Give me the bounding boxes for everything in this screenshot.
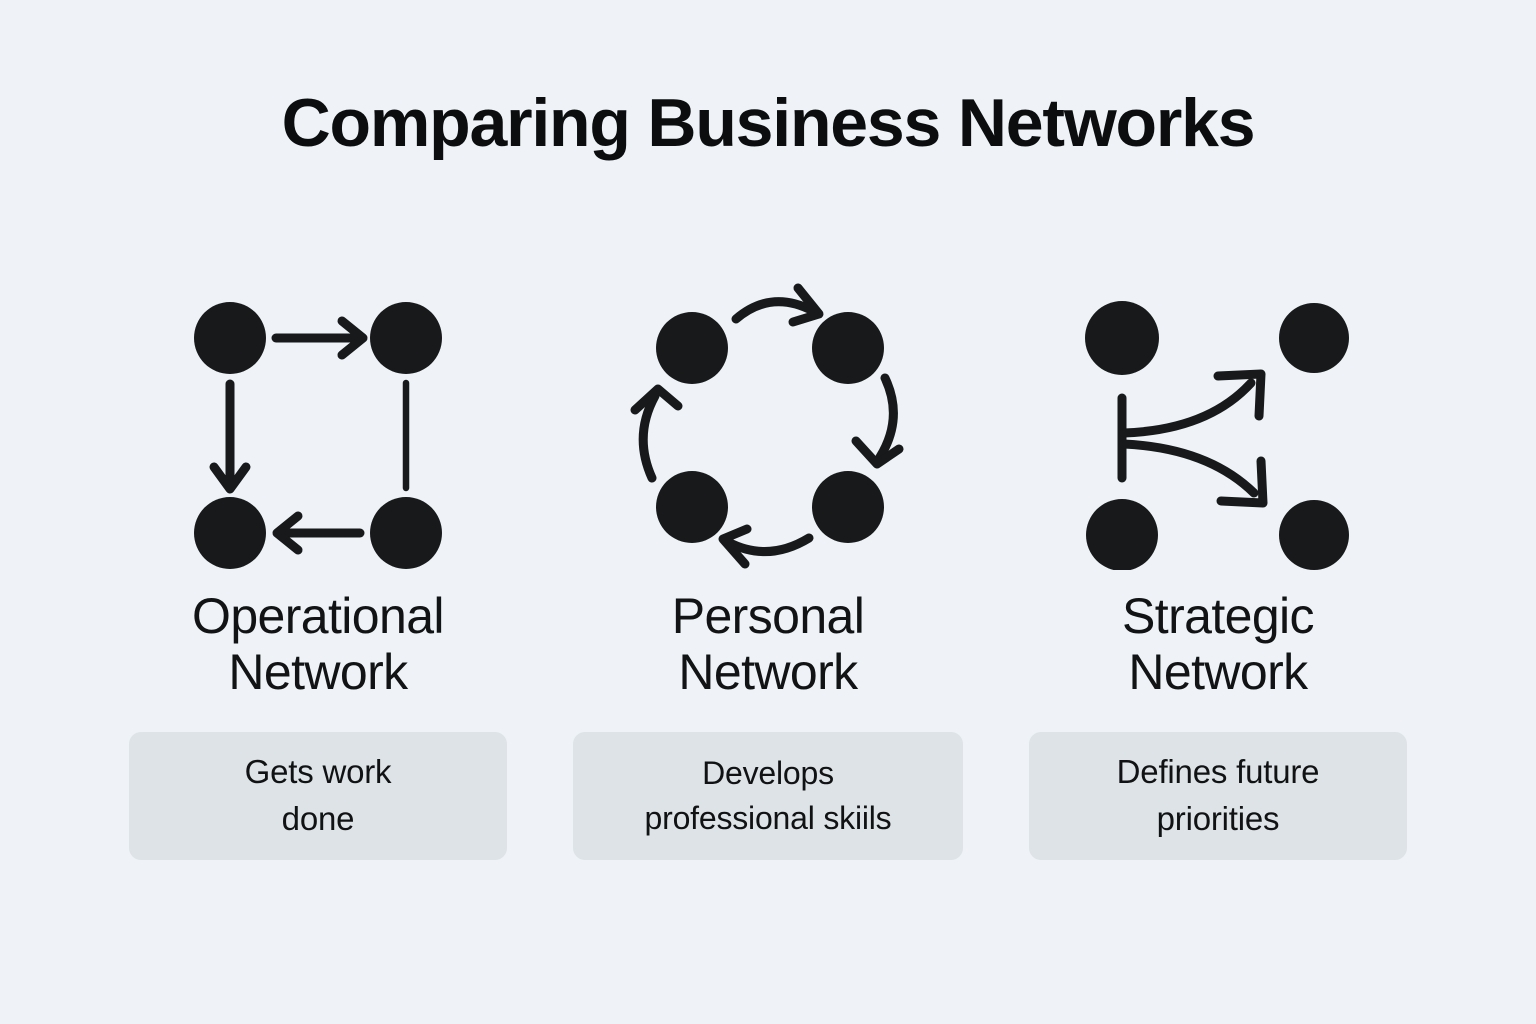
network-column-strategic: Strategic Network Defines future priorit…: [993, 250, 1443, 860]
column-title-line1: Strategic: [1122, 588, 1315, 644]
column-title-line2: Network: [228, 644, 408, 700]
column-title-line2: Network: [1128, 644, 1308, 700]
arrow-top-right: [271, 316, 368, 360]
arc-arrow-top: [731, 283, 824, 327]
caption-box-strategic: Defines future priorities: [1029, 732, 1407, 860]
network-column-personal: Personal Network Develops professional s…: [543, 250, 993, 860]
branch-arrow-upper-right: [1119, 369, 1266, 438]
branching-diagram: [1085, 301, 1349, 570]
caption-text-strategic: Defines future priorities: [1117, 749, 1320, 843]
network-columns: Operational Network Gets work done: [0, 250, 1536, 860]
column-title-personal: Personal Network: [672, 588, 865, 700]
node-top-right: [812, 312, 884, 384]
node-top-right: [1279, 303, 1349, 373]
caption-line1: Defines future: [1116, 753, 1320, 791]
node-bottom-right: [370, 497, 442, 569]
node-bottom-left: [194, 497, 266, 569]
node-bottom-right: [812, 471, 884, 543]
node-top-left: [194, 302, 266, 374]
caption-text-operational: Gets work done: [245, 749, 392, 843]
circular-cycle-diagram: [630, 283, 904, 569]
caption-line1: Develops: [702, 754, 834, 791]
arc-arrow-left: [630, 384, 683, 483]
column-title-strategic: Strategic Network: [1122, 588, 1315, 700]
column-title-line1: Personal: [671, 588, 865, 644]
column-title-operational: Operational Network: [192, 588, 445, 700]
column-title-line2: Network: [678, 644, 858, 700]
caption-box-personal: Develops professional skiils: [573, 732, 963, 860]
arc-arrow-bottom: [718, 524, 814, 569]
caption-box-operational: Gets work done: [129, 732, 507, 860]
node-top-right: [370, 302, 442, 374]
node-bottom-right: [1279, 500, 1349, 570]
caption-line2: done: [281, 800, 355, 837]
node-top-left: [1085, 301, 1159, 375]
caption-line2: priorities: [1156, 800, 1280, 837]
branch-arrow-lower-right: [1119, 439, 1268, 508]
column-title-line1: Operational: [192, 588, 445, 644]
node-bottom-left: [656, 471, 728, 543]
network-column-operational: Operational Network Gets work done: [93, 250, 543, 860]
caption-line1: Gets work: [244, 753, 392, 791]
caption-line2: professional skiils: [644, 800, 892, 836]
arc-arrow-right: [851, 373, 904, 469]
caption-text-personal: Develops professional skiils: [645, 751, 892, 842]
page-title: Comparing Business Networks: [281, 85, 1256, 161]
arrow-bottom-left: [272, 511, 365, 555]
node-top-left: [656, 312, 728, 384]
square-cycle-diagram: [194, 302, 442, 569]
arrow-left-down: [209, 379, 251, 494]
node-bottom-left: [1086, 499, 1158, 570]
